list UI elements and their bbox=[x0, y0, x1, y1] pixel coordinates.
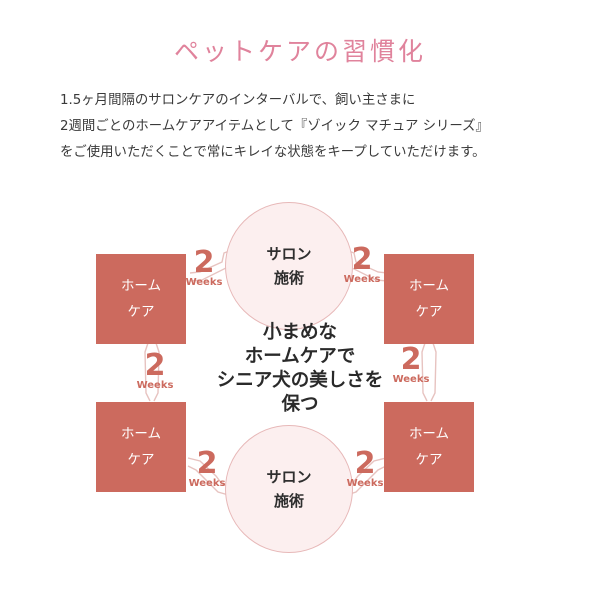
interval-label-bottom-left: 2 Weeks bbox=[185, 446, 229, 490]
home-care-node-bottom-right: ホーム ケア bbox=[384, 402, 474, 492]
connector-arrow bbox=[153, 342, 160, 402]
node-label: サロン bbox=[266, 245, 312, 263]
interval-number: 2 bbox=[354, 446, 376, 481]
node-label: ケア bbox=[415, 452, 443, 468]
connector-arrow bbox=[421, 342, 428, 402]
interval-number: 2 bbox=[400, 342, 422, 377]
salon-node-bottom: サロン 施術 bbox=[225, 425, 353, 553]
interval-number: 2 bbox=[196, 446, 218, 481]
node-label: サロン bbox=[266, 468, 312, 486]
center-message: 小まめな ホームケアで シニア犬の美しさを 保つ bbox=[200, 321, 400, 417]
interval-unit: Weeks bbox=[188, 478, 226, 489]
interval-label-top-left: 2 Weeks bbox=[182, 245, 226, 289]
description-line: をご使用いただくことで常にキレイな状態をキープしていただけます。 bbox=[60, 145, 486, 160]
description: 1.5ヶ月間隔のサロンケアのインターバルで、飼い主さまに 2週間ごとのホームケア… bbox=[60, 88, 590, 166]
page-title: ペットケアの習慣化 bbox=[173, 37, 426, 66]
node-label: ホーム bbox=[408, 278, 450, 294]
interval-number: 2 bbox=[351, 242, 373, 277]
interval-number: 2 bbox=[144, 348, 166, 383]
node-label: ケア bbox=[415, 304, 443, 320]
interval-label-left: 2 Weeks bbox=[133, 348, 177, 392]
node-label: 施術 bbox=[273, 269, 304, 287]
interval-label-top-right: 2 Weeks bbox=[340, 242, 384, 286]
home-care-node-top-left: ホーム ケア bbox=[96, 254, 186, 344]
interval-number: 2 bbox=[193, 245, 215, 280]
connector-arrow bbox=[144, 342, 151, 402]
connector-arrow bbox=[187, 465, 233, 497]
interval-unit: Weeks bbox=[185, 277, 223, 288]
interval-unit: Weeks bbox=[346, 478, 384, 489]
home-care-node-top-right: ホーム ケア bbox=[384, 254, 474, 344]
node-label: ケア bbox=[127, 304, 155, 320]
interval-unit: Weeks bbox=[392, 374, 430, 385]
node-label: 施術 bbox=[273, 492, 304, 510]
node-label: ホーム bbox=[120, 278, 162, 294]
center-line: ホームケアで bbox=[244, 346, 356, 367]
interval-unit: Weeks bbox=[136, 380, 174, 391]
node-label: ホーム bbox=[408, 426, 450, 442]
home-care-node-bottom-left: ホーム ケア bbox=[96, 402, 186, 492]
node-label: ホーム bbox=[120, 426, 162, 442]
interval-label-bottom-right: 2 Weeks bbox=[343, 446, 387, 490]
center-line: 保つ bbox=[281, 394, 319, 415]
center-line: 小まめな bbox=[262, 322, 337, 343]
center-line: シニア犬の美しさを bbox=[216, 370, 384, 391]
interval-unit: Weeks bbox=[343, 274, 381, 285]
description-line: 1.5ヶ月間隔のサロンケアのインターバルで、飼い主さまに bbox=[60, 93, 416, 108]
description-line: 2週間ごとのホームケアアイテムとして『ゾイック マチュア シリーズ』 bbox=[60, 119, 489, 134]
salon-node-top: サロン 施術 bbox=[225, 202, 353, 330]
node-label: ケア bbox=[127, 452, 155, 468]
connector-arrow bbox=[430, 342, 437, 402]
interval-label-right: 2 Weeks bbox=[389, 342, 433, 386]
